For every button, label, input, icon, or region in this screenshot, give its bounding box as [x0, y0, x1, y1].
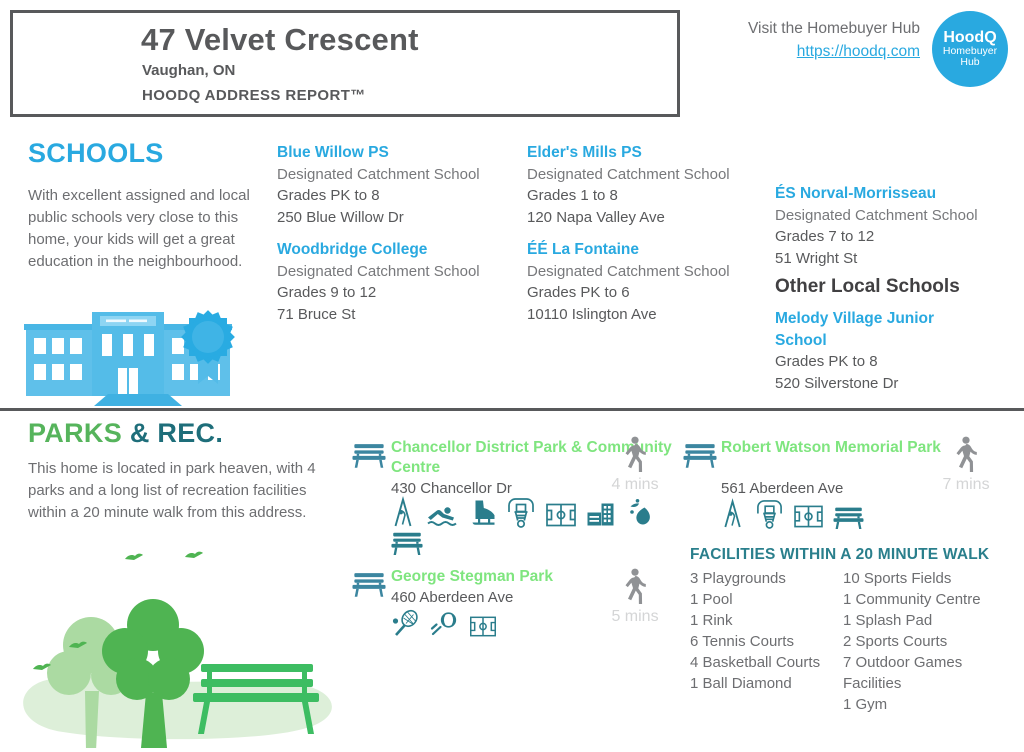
park-bench-icon — [833, 505, 864, 529]
school-grades: Grades 9 to 12 — [277, 284, 377, 301]
school-type: Designated Catchment School — [527, 262, 730, 280]
school-card: Elder's Mills PS Designated Catchment Sc… — [527, 142, 763, 228]
facility-item: 2 Sports Courts — [843, 633, 948, 650]
facility-item: 6 Tennis Courts — [690, 633, 794, 650]
school-type: Designated Catchment School — [527, 165, 730, 183]
school-grades: Grades PK to 8 — [277, 187, 380, 204]
school-type: Designated Catchment School — [277, 262, 480, 280]
park-address: 430 Chancellor Dr — [391, 480, 512, 497]
facility-item: 10 Sports Fields — [843, 570, 952, 587]
park-address: 561 Aberdeen Ave — [721, 480, 844, 497]
school-name: Elder's Mills PS — [527, 144, 642, 161]
school-card: ÉS Norval-Morrisseau Designated Catchmen… — [775, 183, 1011, 269]
park-facility-icons — [391, 608, 497, 638]
school-type: Designated Catchment School — [277, 165, 480, 183]
school-address: 250 Blue Willow Dr — [277, 208, 404, 226]
award-ribbon-icon — [181, 310, 235, 384]
park-facility-icons — [391, 496, 653, 528]
parks-section-title: PARKS & REC. — [28, 418, 223, 449]
section-divider — [0, 408, 1024, 411]
sports-field-icon — [469, 615, 497, 638]
school-card: Blue Willow PS Designated Catchment Scho… — [277, 142, 513, 228]
school-type: Designated Catchment School — [775, 206, 978, 224]
school-name: Woodbridge College — [277, 241, 428, 258]
ball-diamond-icon — [430, 610, 460, 638]
walking-person-icon — [621, 568, 647, 610]
school-name: ÉÉ La Fontaine — [527, 241, 639, 258]
tennis-racquet-icon — [391, 608, 421, 638]
school-address: 51 Wright St — [775, 249, 858, 267]
parks-title-green: PARKS — [28, 418, 130, 448]
basketball-hoop-icon — [755, 498, 784, 529]
facilities-title: FACILITIES WITHIN A 20 MINUTE WALK — [690, 546, 990, 563]
facility-item: 1 Pool — [690, 591, 733, 608]
walk-time: 7 mins — [942, 476, 990, 493]
school-name: Melody Village Junior School — [775, 310, 935, 349]
report-title: HOODQ ADDRESS REPORT™ — [142, 87, 366, 104]
facility-item: 1 Gym — [843, 696, 888, 713]
parks-intro-text: This home is located in park heaven, wit… — [28, 460, 316, 521]
school-card: Woodbridge College Designated Catchment … — [277, 239, 513, 325]
school-address: 120 Napa Valley Ave — [527, 208, 665, 226]
walk-time: 5 mins — [611, 608, 659, 625]
facility-item: 1 Splash Pad — [843, 612, 933, 629]
logo-line2: Homebuyer — [942, 45, 998, 58]
report-city: Vaughan, ON — [142, 62, 236, 79]
school-address: 71 Bruce St — [277, 305, 356, 323]
walking-person-icon — [621, 436, 647, 478]
schools-intro-text: With excellent assigned and local public… — [28, 187, 250, 270]
school-card: ÉÉ La Fontaine Designated Catchment Scho… — [527, 239, 763, 325]
report-address: 47 Velvet Crescent — [141, 22, 419, 57]
basketball-hoop-icon — [506, 496, 536, 528]
school-name: ÉS Norval-Morrisseau — [775, 185, 937, 202]
schools-section-title: SCHOOLS — [28, 138, 164, 168]
park-address: 460 Aberdeen Ave — [391, 589, 514, 606]
facility-item: 1 Ball Diamond — [690, 675, 792, 692]
school-name: Blue Willow PS — [277, 144, 389, 161]
hoodq-logo-badge: HoodQ Homebuyer Hub — [932, 11, 1008, 87]
school-address: 520 Silverstone Dr — [775, 374, 899, 392]
skating-rink-icon — [467, 498, 497, 528]
walk-time: 4 mins — [611, 476, 659, 493]
facilities-column-1: 3 Playgrounds 1 Pool 1 Rink 6 Tennis Cou… — [690, 568, 840, 694]
school-card: Melody Village Junior School Grades PK t… — [775, 308, 980, 394]
parks-title-teal: & REC. — [129, 418, 224, 448]
park-bench-icon — [391, 530, 423, 555]
facility-item: 1 Rink — [690, 612, 733, 629]
splash-pad-icon — [627, 498, 653, 528]
visit-homebuyer-hub-text: Visit the Homebuyer Hub — [747, 20, 920, 37]
facility-item: 3 Playgrounds — [690, 570, 786, 587]
park-bench-icon — [352, 441, 386, 468]
park-name: Robert Watson Memorial Park — [721, 439, 941, 456]
facility-item: 1 Community Centre — [843, 591, 981, 608]
park-bench-icon — [352, 570, 386, 597]
pool-swimmer-icon — [426, 504, 458, 528]
facility-item: 7 Outdoor Games Facilities — [843, 654, 963, 692]
park-trees-bench-illustration — [23, 551, 332, 748]
logo-line3: Hub — [960, 56, 980, 69]
school-address: 10110 Islington Ave — [527, 305, 657, 323]
sports-field-icon — [793, 504, 824, 529]
facility-item: 4 Basketball Courts — [690, 654, 821, 671]
park-facility-icons — [721, 498, 864, 529]
school-grades: Grades PK to 6 — [527, 284, 630, 301]
walking-person-icon — [952, 436, 978, 478]
community-centre-icon — [586, 500, 618, 528]
school-grades: Grades 1 to 8 — [527, 187, 618, 204]
school-grades: Grades 7 to 12 — [775, 228, 875, 245]
other-local-schools-title: Other Local Schools — [775, 276, 960, 297]
logo-line1: HoodQ — [943, 28, 997, 46]
park-name: George Stegman Park — [391, 568, 553, 585]
school-grades: Grades PK to 8 — [775, 353, 878, 370]
sports-field-icon — [545, 502, 577, 528]
report-header-box: 47 Velvet Crescent Vaughan, ON HOODQ ADD… — [10, 10, 680, 117]
hoodq-link[interactable]: https://hoodq.com — [796, 43, 920, 60]
school-building-illustration — [24, 310, 235, 406]
playground-slide-icon — [391, 496, 417, 528]
park-name: Chancellor District Park & Community Cen… — [391, 439, 672, 476]
facilities-column-2: 10 Sports Fields 1 Community Centre 1 Sp… — [843, 568, 1015, 715]
playground-slide-icon — [721, 498, 746, 529]
park-bench-icon — [683, 441, 717, 468]
